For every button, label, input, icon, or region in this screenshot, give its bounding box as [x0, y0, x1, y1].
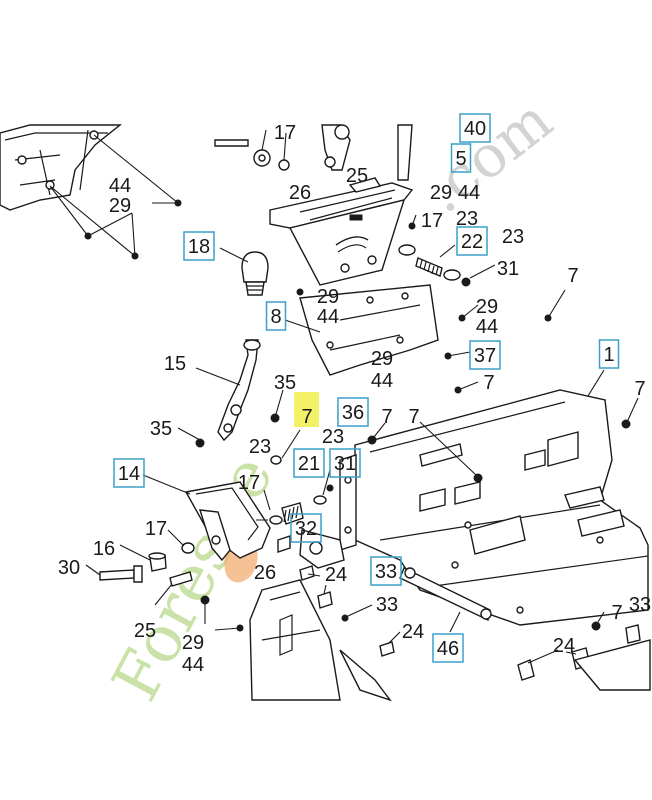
spring-assembly: [398, 214, 566, 394]
callout-label: 1: [603, 344, 614, 366]
callout-label: 17: [421, 210, 443, 232]
callout-label-box: [450, 143, 472, 173]
callout-label: 21: [298, 453, 320, 475]
callout-label-box: [459, 113, 491, 143]
callout-label-box: [329, 448, 361, 478]
pivot-hardware: [256, 429, 345, 569]
callout-label: 15: [164, 353, 186, 375]
callout-label: 17: [274, 122, 296, 144]
callout-label: 7: [381, 406, 392, 428]
callout-label: 14: [118, 463, 140, 485]
watermark: Forestie .com: [99, 86, 565, 713]
callout-label: 29: [182, 632, 204, 654]
main-chassis: [339, 369, 649, 626]
watermark-suffix: .com: [412, 86, 565, 226]
callout-label: 18: [188, 236, 210, 258]
callout-label-box: [370, 556, 402, 586]
callout-label: 36: [342, 402, 364, 424]
top-brackets: [214, 124, 413, 181]
callout-label: 44: [109, 175, 131, 197]
callout-label: 32: [295, 518, 317, 540]
callout-label: 33: [376, 594, 398, 616]
callout-label: 29: [371, 348, 393, 370]
callout-label: 24: [553, 635, 575, 657]
shift-knob: [219, 247, 269, 296]
callout-label: 44: [317, 306, 339, 328]
callout-label: 5: [455, 148, 466, 170]
callout-label-box: [456, 226, 488, 256]
lower-frame: [249, 565, 651, 702]
callout-label: 29: [476, 296, 498, 318]
callout-label: 25: [346, 165, 368, 187]
callout-label: 23: [322, 426, 344, 448]
callout-label-box: [337, 397, 369, 427]
callout-label: 7: [301, 406, 312, 428]
callout-label: 7: [611, 602, 622, 624]
callout-label-box: [265, 301, 287, 331]
shift-lever: [177, 339, 284, 448]
callout-label: 23: [456, 208, 478, 230]
callout-label-box: [290, 513, 322, 543]
callout-label: 29: [430, 182, 452, 204]
callout-label: 7: [408, 406, 419, 428]
callout-label: 29: [109, 195, 131, 217]
callout-label: 44: [371, 370, 393, 392]
highlight-box: [294, 392, 319, 427]
callout-label: 7: [567, 265, 578, 287]
callout-label: 22: [461, 231, 483, 253]
callout-label-box: [432, 633, 464, 663]
callout-label: 26: [254, 562, 276, 584]
callout-label: 25: [134, 620, 156, 642]
callout-label: 40: [464, 118, 486, 140]
callout-label: 30: [58, 557, 80, 579]
callout-label: 33: [629, 594, 651, 616]
rear-plate: [284, 284, 439, 376]
callout-label: 7: [483, 372, 494, 394]
callout-label: 24: [402, 621, 424, 643]
callout-label: 24: [325, 564, 347, 586]
callout-label-box: [113, 458, 145, 488]
callout-label: 33: [375, 561, 397, 583]
callout-label-box: [469, 340, 501, 370]
callout-label: 44: [182, 654, 204, 676]
label-boxes: [113, 113, 620, 663]
callout-label: 35: [274, 372, 296, 394]
callout-label: 46: [437, 638, 459, 660]
callout-label: 37: [474, 345, 496, 367]
callout-label: 31: [497, 258, 519, 280]
callout-label-box: [598, 339, 620, 369]
callout-label-box: [183, 231, 215, 261]
pedal-bracket: [269, 177, 414, 286]
brake-pedal: [142, 474, 271, 562]
callout-label: 35: [150, 418, 172, 440]
callout-label-box: [293, 448, 325, 478]
callout-label: 23: [502, 226, 524, 248]
callout-label: 8: [270, 306, 281, 328]
callout-label: 31: [334, 453, 356, 475]
callout-label: 7: [634, 378, 645, 400]
callout-label: 23: [249, 436, 271, 458]
callout-label: 17: [145, 518, 167, 540]
callout-label: 44: [476, 316, 498, 338]
callout-label: 16: [93, 538, 115, 560]
callout-label: 44: [458, 182, 480, 204]
callout-label: 29: [317, 286, 339, 308]
callout-label: 17: [238, 472, 260, 494]
lower-hardware: [85, 529, 244, 632]
left-top-frame: [0, 124, 182, 260]
callout-label: 26: [289, 182, 311, 204]
